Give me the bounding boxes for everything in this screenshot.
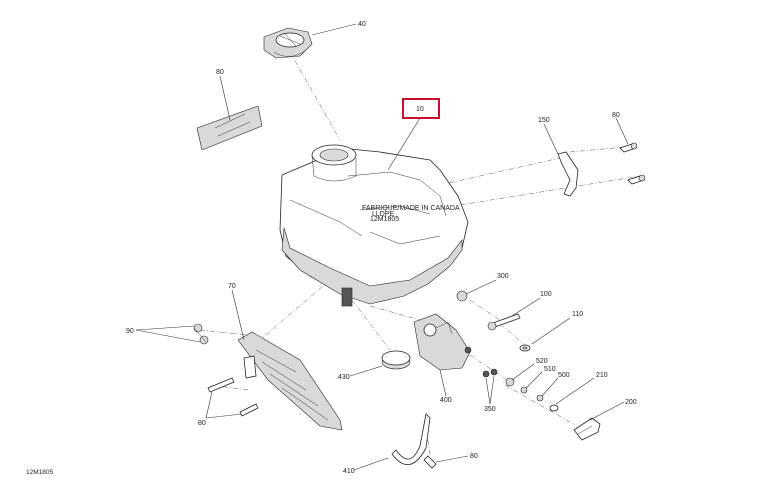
callout-80-bolt-bottom-left: 80 [198, 420, 206, 427]
callout-300: 300 [497, 273, 509, 280]
assembly-lines [199, 51, 641, 456]
callouts: 40 80 10 150 80 300 100 110 70 90 520 51… [126, 21, 637, 475]
tank-label-line2: LLDPE [372, 211, 395, 218]
tank-label-line1: FABRIQUE/MADE IN CANADA [362, 205, 460, 212]
fuel-cap-part [263, 27, 313, 59]
callout-410: 410 [343, 468, 355, 475]
fitting-part-350 [482, 368, 498, 378]
fuel-tank-part: FABRIQUE/MADE IN CANADA LLDPE 12M1805 [279, 144, 469, 307]
fuel-pump-part [413, 313, 472, 371]
clip-part [193, 323, 209, 345]
callout-80-screw-top: 80 [612, 112, 620, 119]
callout-80-decal: 80 [216, 69, 224, 76]
callout-70: 70 [228, 283, 236, 290]
tank-label-line3: 12M1805 [370, 216, 399, 223]
strap-part [391, 413, 431, 465]
callout-510: 510 [544, 366, 556, 373]
callout-430: 430 [338, 374, 350, 381]
screw-part-bottom [423, 455, 437, 469]
small-hardware-parts [505, 377, 544, 402]
bolt-part-bottom-left [207, 377, 259, 417]
grommet-part [381, 350, 411, 370]
callout-400: 400 [440, 397, 452, 404]
highlight-box [402, 98, 440, 119]
callout-10: 10 [416, 106, 424, 113]
callout-80-screw-bottom: 80 [470, 453, 478, 460]
callout-520: 520 [536, 358, 548, 365]
callout-90: 90 [126, 328, 134, 335]
callout-200: 200 [625, 399, 637, 406]
bracket-part [557, 151, 579, 197]
leader-lines [135, 23, 629, 471]
figure-id: 12M1805 [26, 469, 53, 476]
shield-plate-part [237, 331, 343, 431]
washer-part [519, 344, 531, 352]
screw-part-top-right [619, 142, 646, 185]
callout-40: 40 [358, 21, 366, 28]
callout-350: 350 [484, 406, 496, 413]
callout-100: 100 [540, 291, 552, 298]
callout-500: 500 [558, 372, 570, 379]
bolt-part [487, 313, 521, 331]
callout-150: 150 [538, 117, 550, 124]
callout-210: 210 [596, 372, 608, 379]
decal-part [196, 105, 263, 151]
mounting-bracket-part [573, 417, 601, 441]
fitting-part-300 [456, 290, 468, 302]
clamp-part [549, 404, 559, 412]
callout-110: 110 [572, 311, 583, 318]
